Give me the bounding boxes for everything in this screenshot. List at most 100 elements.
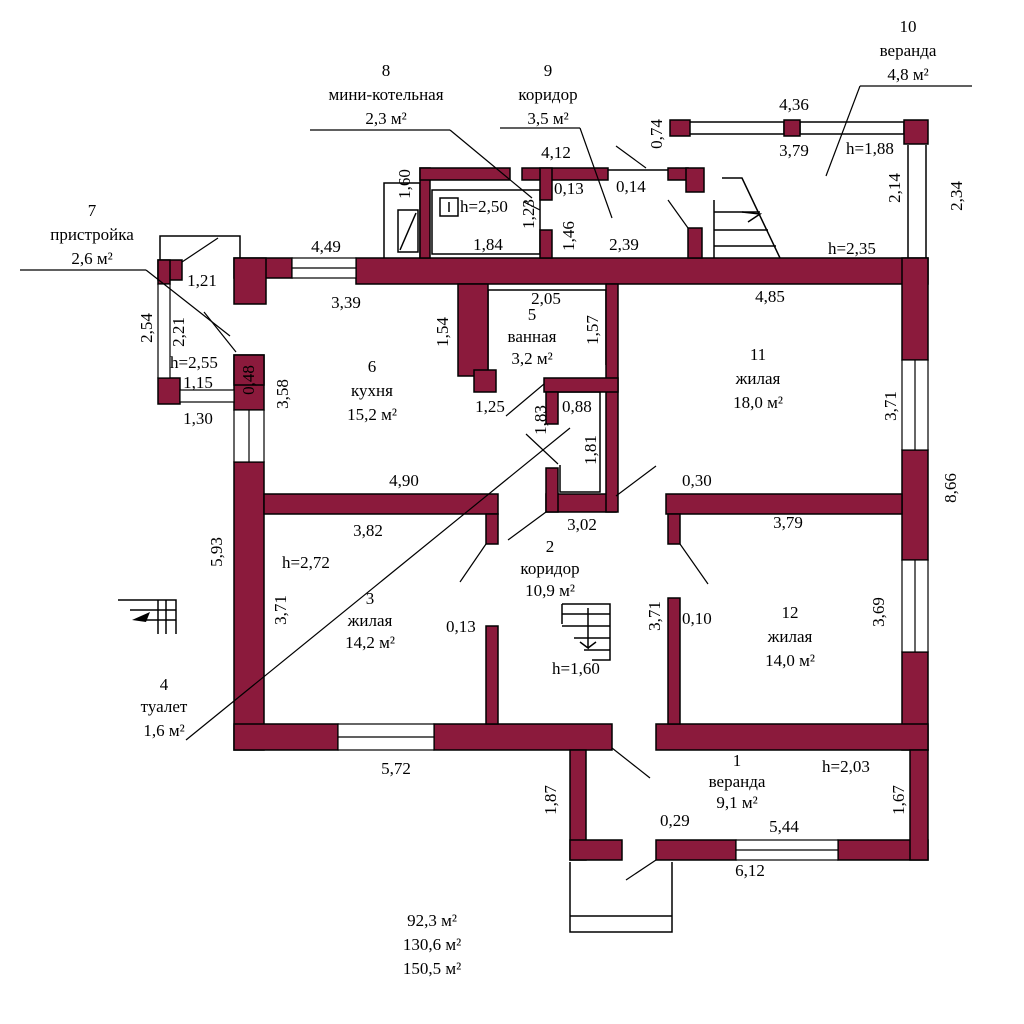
- dimension-label: 2,05: [531, 289, 561, 308]
- room-3-area: 14,2 м²: [345, 633, 395, 652]
- dimension-label: 3,71: [881, 391, 900, 421]
- room-7-name: пристройка: [50, 225, 134, 244]
- dimension-label: 4,12: [541, 143, 571, 162]
- dimension-label: 0,88: [562, 397, 592, 416]
- dimension-label: 1,46: [559, 221, 578, 251]
- dimensions-vertical: 1,60 1,23 1,46 0,74 2,14 2,34 2,54 2,21 …: [137, 119, 966, 815]
- total-area-living: 92,3 м²: [407, 911, 457, 930]
- room-8-name: мини-котельная: [328, 85, 443, 104]
- dimension-label: 0,48: [239, 365, 258, 395]
- room-11-area: 18,0 м²: [733, 393, 783, 412]
- walls: [157, 119, 929, 861]
- dimension-label: 3,39: [331, 293, 361, 312]
- room-11-number: 11: [750, 345, 766, 364]
- dimension-label: 3,71: [645, 601, 664, 631]
- total-area-general: 130,6 м²: [403, 935, 461, 954]
- dimension-label: 8,66: [941, 473, 960, 503]
- room-8-area: 2,3 м²: [365, 109, 406, 128]
- room-3-name: жилая: [347, 611, 393, 630]
- cellar-stair-icon: [561, 603, 611, 661]
- dimension-label: 1,25: [475, 397, 505, 416]
- dimension-label: 1,54: [433, 317, 452, 347]
- room-labels: 1 веранда 9,1 м² 2 коридор 10,9 м² 3 жил…: [50, 17, 937, 812]
- dimension-label: 1,15: [183, 373, 213, 392]
- dimension-label: 3,82: [353, 521, 383, 540]
- room-2-name: коридор: [520, 559, 579, 578]
- dimension-label: 5,93: [207, 537, 226, 567]
- height-label: h=1,88: [846, 139, 894, 158]
- dimension-label: 1,81: [581, 435, 600, 465]
- room-5-area: 3,2 м²: [511, 349, 552, 368]
- dimension-label: 2,39: [609, 235, 639, 254]
- room-6-name: кухня: [351, 381, 393, 400]
- room-4-area: 1,6 м²: [143, 721, 184, 740]
- height-label: h=1,60: [552, 659, 600, 678]
- stair-symbols: [118, 197, 763, 661]
- dimension-label: 1,57: [583, 315, 602, 345]
- room-9-number: 9: [544, 61, 553, 80]
- room-6-area: 15,2 м²: [347, 405, 397, 424]
- leader-lines: [20, 85, 972, 741]
- dimension-label: 2,34: [947, 181, 966, 211]
- dimension-label: 1,21: [187, 271, 217, 290]
- dimension-label: 1,84: [473, 235, 503, 254]
- ceiling-heights: h=2,55 h=2,50 h=1,88 h=2,35 h=2,72 h=1,6…: [170, 139, 894, 776]
- room-3-number: 3: [366, 589, 375, 608]
- dimension-label: 3,79: [779, 141, 809, 160]
- dimension-label: 3,02: [567, 515, 597, 534]
- height-label: h=2,35: [828, 239, 876, 258]
- height-label: h=2,72: [282, 553, 330, 572]
- room-8-number: 8: [382, 61, 391, 80]
- dimension-label: 1,30: [183, 409, 213, 428]
- dimension-label: 0,10: [682, 609, 712, 628]
- stair-arrow-icon: [741, 211, 763, 223]
- dimension-label: 0,13: [446, 617, 476, 636]
- dimension-label: 3,58: [273, 379, 292, 409]
- room-12-area: 14,0 м²: [765, 651, 815, 670]
- dimension-label: 0,30: [682, 471, 712, 490]
- dimensions-horizontal: 4,49 3,39 1,84 2,39 4,12 0,13 0,14 4,36 …: [183, 95, 809, 880]
- toilet-stair-icon: [118, 599, 177, 634]
- room-2-number: 2: [546, 537, 555, 556]
- room-12-name: жилая: [767, 627, 813, 646]
- dimension-label: 0,14: [616, 177, 646, 196]
- thin-outlines: [159, 121, 927, 933]
- room-7-area: 2,6 м²: [71, 249, 112, 268]
- dimension-label: 1,60: [395, 169, 414, 199]
- boiler-symbol-icon: [439, 197, 459, 217]
- room-10-name: веранда: [880, 41, 937, 60]
- dimension-label: 3,69: [869, 597, 888, 627]
- dimension-label: 1,83: [531, 405, 550, 435]
- room-2-area: 10,9 м²: [525, 581, 575, 600]
- door-swings: [181, 145, 709, 881]
- dimension-label: 4,85: [755, 287, 785, 306]
- room-7-number: 7: [88, 201, 97, 220]
- total-area-overall: 150,5 м²: [403, 959, 461, 978]
- dimension-label: 2,54: [137, 313, 156, 343]
- dimension-label: 1,67: [889, 785, 908, 815]
- area-totals: 92,3 м² 130,6 м² 150,5 м²: [403, 911, 461, 978]
- room-1-number: 1: [733, 751, 742, 770]
- dimension-label: 3,71: [271, 595, 290, 625]
- room-12-number: 12: [782, 603, 799, 622]
- dimension-label: 6,12: [735, 861, 765, 880]
- height-label: h=2,03: [822, 757, 870, 776]
- room-5-number: 5: [528, 305, 537, 324]
- room-1-name: веранда: [709, 772, 766, 791]
- room-11-name: жилая: [735, 369, 781, 388]
- dimension-label: 2,14: [885, 173, 904, 203]
- dimension-label: 1,87: [541, 785, 560, 815]
- dimension-label: 2,21: [169, 317, 188, 347]
- dimension-label: 4,36: [779, 95, 809, 114]
- dimension-label: 3,79: [773, 513, 803, 532]
- dimension-label: 1,23: [519, 199, 538, 229]
- windows: [157, 257, 929, 861]
- room-4-number: 4: [160, 675, 169, 694]
- dimension-label: 0,29: [660, 811, 690, 830]
- dimension-label: 4,90: [389, 471, 419, 490]
- dimension-label: 0,13: [554, 179, 584, 198]
- dimension-label: 0,74: [647, 119, 666, 149]
- room-4-name: туалет: [141, 697, 188, 716]
- height-label: h=2,50: [460, 197, 508, 216]
